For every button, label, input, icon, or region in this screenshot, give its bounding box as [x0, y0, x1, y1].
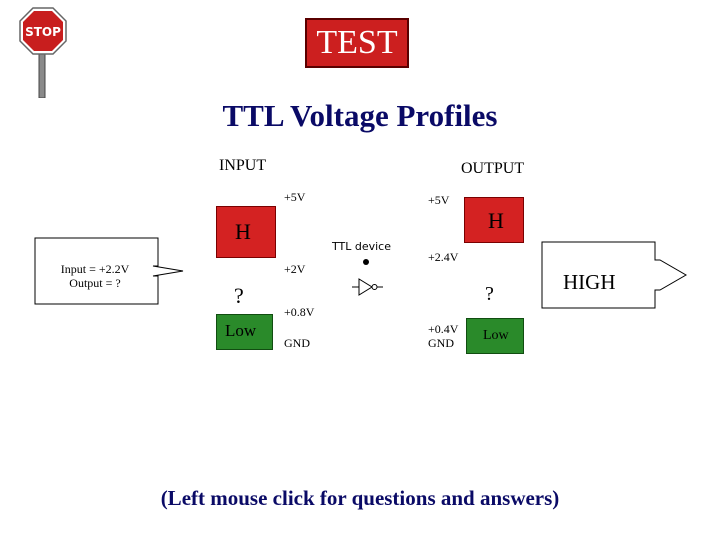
inverter-icon — [358, 278, 373, 296]
output-5v-label: +5V — [428, 193, 450, 207]
output-arrow-shape — [541, 241, 688, 309]
output-header: OUTPUT — [461, 160, 525, 177]
output-low-zone: Low — [466, 318, 524, 354]
input-low-label: Low — [225, 321, 257, 340]
device-pin-dot — [363, 259, 369, 265]
output-gnd-label: GND — [428, 336, 454, 350]
input-high-zone: H — [216, 206, 276, 258]
output-high-label: H — [488, 208, 504, 233]
output-low-label: Low — [483, 328, 509, 343]
page-title: TTL Voltage Profiles — [222, 98, 498, 133]
test-badge: TEST — [305, 18, 409, 68]
input-unknown-label: ? — [234, 283, 244, 308]
ttl-device-label: TTL device — [332, 240, 392, 253]
output-question-line: Output = ? — [69, 276, 121, 290]
stop-sign-text: STOP — [25, 25, 61, 39]
input-arrow-shape — [34, 237, 184, 305]
input-gnd-label: GND — [284, 336, 310, 350]
output-04v-label: +0.4V — [428, 322, 459, 336]
output-high-text: HIGH — [563, 270, 616, 294]
input-08v-label: +0.8V — [284, 305, 315, 319]
output-24v-label: +2.4V — [428, 250, 459, 264]
input-value-line: Input = +2.2V — [60, 262, 130, 276]
input-2v-label: +2V — [284, 262, 306, 276]
footer-instruction: (Left mouse click for questions and answ… — [160, 486, 560, 510]
output-high-zone: H — [464, 197, 524, 243]
ttl-device-symbol — [352, 259, 383, 296]
output-unknown-label: ? — [485, 283, 494, 305]
input-low-zone: Low — [216, 314, 273, 350]
input-header: INPUT — [219, 157, 267, 174]
input-arrow-text: Input = +2.2V Output = ? — [40, 262, 150, 290]
input-5v-label: +5V — [284, 190, 306, 204]
input-high-label: H — [235, 219, 251, 244]
stop-sign-icon: STOP — [19, 7, 67, 98]
